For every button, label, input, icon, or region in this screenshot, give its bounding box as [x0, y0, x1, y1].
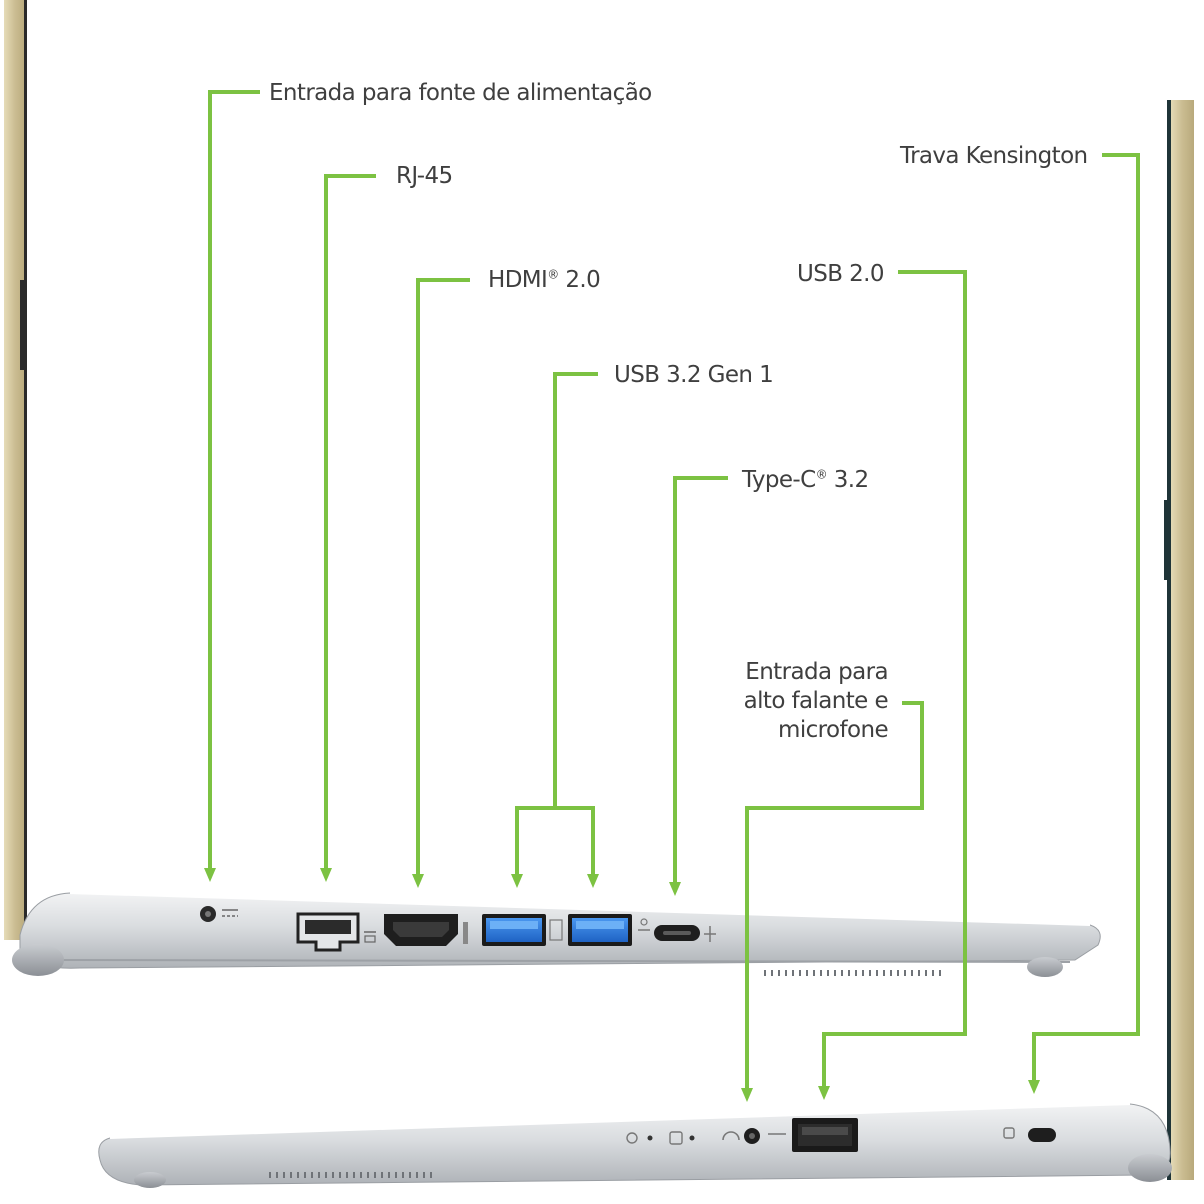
label-hdmi-name: HDMI [488, 267, 548, 293]
kensington-lock-icon [1003, 1127, 1056, 1142]
label-power-input: Entrada para fonte de alimentação [269, 80, 652, 106]
arrow-down-icon-hdmi [412, 874, 424, 888]
vent-grille-right [269, 1172, 432, 1178]
dc-power-jack-icon [200, 906, 238, 922]
label-type-c-version: 3.2 [833, 467, 869, 493]
leader-power [208, 90, 260, 872]
right-lid [1164, 100, 1194, 1180]
arrow-down-icon-usb32-a [511, 874, 523, 888]
arrow-down-icon-usb32-b [587, 874, 599, 888]
label-usb-3-2-gen-1: USB 3.2 Gen 1 [614, 362, 774, 388]
label-hdmi-version: 2.0 [565, 267, 601, 293]
hdmi-port-icon [384, 914, 468, 946]
registered-mark: ® [547, 267, 559, 282]
label-usb-2-0: USB 2.0 [797, 261, 885, 287]
label-audio-jack: Entrada para alto falante e microfone [700, 658, 889, 745]
leader-hdmi [416, 278, 470, 878]
arrow-down-icon [204, 868, 1040, 1102]
label-hdmi: HDMI® 2.0 [488, 265, 601, 295]
label-kensington-lock: Trava Kensington [900, 143, 1088, 169]
left-lid [4, 0, 27, 940]
arrow-down-icon-audio [741, 1088, 753, 1102]
leader-usb20 [822, 270, 967, 1090]
leader-rj45 [324, 174, 376, 872]
headset-jack-icon [722, 1128, 786, 1144]
callout-leader-lines [208, 90, 1140, 1092]
arrow-down-icon-power [204, 868, 216, 882]
arrow-down-icon-usb20 [818, 1086, 830, 1100]
left-laptop-body [12, 892, 1101, 977]
arrow-down-icon-typec [669, 882, 681, 896]
leader-kensington [1032, 153, 1140, 1084]
usb-c-port-icon [654, 925, 716, 942]
label-audio-line-3: microfone [778, 717, 889, 743]
label-rj45: RJ-45 [396, 163, 453, 189]
right-laptop-body [98, 1103, 1172, 1188]
vent-grille-left [764, 970, 941, 976]
usb-a-port-icon-2 [568, 914, 650, 946]
ethernet-port-icon [296, 912, 376, 952]
usb-a-port-icon-3 [792, 1118, 858, 1152]
arrow-down-icon-rj45 [320, 868, 332, 882]
arrow-down-icon-kensington [1028, 1080, 1040, 1094]
leader-audio [745, 701, 924, 1092]
registered-mark: ® [815, 467, 828, 482]
leader-typec [673, 476, 728, 886]
label-audio-line-1: Entrada para [745, 659, 888, 685]
leader-usb32 [515, 372, 598, 878]
label-type-c-name: Type-C [742, 467, 816, 493]
status-led-icons [626, 1131, 695, 1145]
label-audio-line-2: alto falante e [743, 688, 889, 714]
usb-a-port-icon-1 [482, 914, 563, 946]
label-type-c: Type-C® 3.2 [742, 465, 869, 495]
